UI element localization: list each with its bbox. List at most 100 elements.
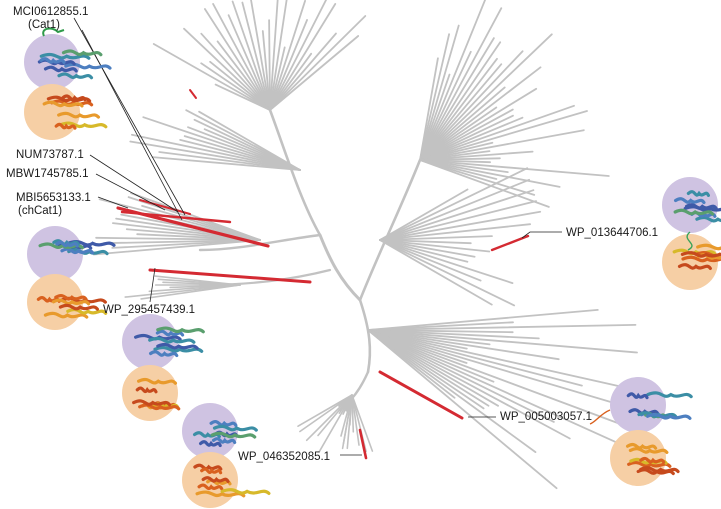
upper-left-branch xyxy=(130,133,301,171)
structure-helix xyxy=(197,483,224,491)
structure-helix xyxy=(57,72,94,80)
structure-helix xyxy=(61,94,87,102)
structure-bubble xyxy=(122,365,178,421)
upper-clade-branch xyxy=(269,0,288,111)
right-mid-branch xyxy=(379,239,516,307)
right-mid-branch xyxy=(379,210,542,241)
leader-cat1 xyxy=(73,17,186,216)
highlight-wp005 xyxy=(378,370,464,420)
structure-helix xyxy=(193,463,223,471)
lower-right-branch xyxy=(367,329,540,340)
cat1-terminal-tail xyxy=(42,27,65,37)
right-clade-branch xyxy=(419,50,524,161)
right-mid-branch xyxy=(379,239,493,306)
structure-bubble xyxy=(24,84,80,140)
highlight-num xyxy=(138,198,192,216)
lower-right-branch xyxy=(367,329,571,440)
right-mid-branch xyxy=(379,178,530,241)
trunk-upper-left xyxy=(318,233,362,302)
structure-helix xyxy=(60,247,95,255)
right-clade-branch xyxy=(419,129,585,161)
right-clade-branch xyxy=(419,110,588,161)
structure-helix xyxy=(58,303,99,311)
right-clade-branch xyxy=(419,50,472,161)
bottom-clade-branch xyxy=(299,394,353,433)
structure-helix xyxy=(54,294,88,301)
label-wp005003057: WP_005003057.1 xyxy=(500,411,592,423)
right-mid-branch xyxy=(379,188,469,241)
structure-helix xyxy=(681,255,721,263)
structure-helix xyxy=(57,111,101,119)
lower-right-branch xyxy=(367,329,583,387)
upper-clade-branch xyxy=(261,30,271,111)
right-mid-branch xyxy=(379,200,537,241)
right-mid-branch xyxy=(379,239,514,285)
lower-right-branch xyxy=(367,329,558,490)
right-clade-branch xyxy=(419,24,460,161)
right-clade-branch xyxy=(419,63,503,161)
right-clade-branch xyxy=(419,159,536,196)
upper-clade-branch xyxy=(269,3,337,111)
structure-helix xyxy=(212,424,258,432)
right-clade-branch xyxy=(419,116,524,161)
lower-right-branch xyxy=(367,329,628,449)
bottom-clade-branch xyxy=(318,394,353,453)
trunk-lower-clade xyxy=(358,298,372,374)
structure-helix xyxy=(677,263,712,270)
upper-clade-branch xyxy=(268,19,271,111)
upper-clade-branch xyxy=(241,1,271,111)
lower-right-branch xyxy=(367,329,537,454)
bottom-clade-branch xyxy=(297,394,353,428)
structure-helix xyxy=(42,100,84,108)
upper-clade-branch xyxy=(216,40,271,111)
structure-helix xyxy=(696,243,721,251)
structure-chcat1-bottom xyxy=(27,274,108,330)
left-low-branch xyxy=(154,275,241,286)
upper-left-branch xyxy=(151,156,301,171)
label-mbw1745785: MBW1745785.1 xyxy=(6,168,88,180)
right-clade-branch xyxy=(419,41,502,161)
right-mid-branch xyxy=(379,223,531,241)
structure-helix xyxy=(626,392,649,400)
bottom-clade-branch xyxy=(305,394,353,442)
right-mid-branch xyxy=(379,189,535,241)
structure-wp013-bottom xyxy=(662,234,721,290)
structure-bubble xyxy=(27,226,83,282)
structure-helix xyxy=(135,386,158,394)
structure-wp295-top xyxy=(122,314,205,370)
structure-helix xyxy=(39,57,66,64)
upper-clade-branch xyxy=(209,60,271,111)
structure-wp046-bottom xyxy=(182,452,271,508)
label-group-chcat1: MBI5653133.1 (chCat1) xyxy=(16,192,91,217)
trunk-upper-clade xyxy=(268,108,322,237)
upper-clade-branch xyxy=(200,32,271,111)
right-clade-branch xyxy=(419,87,538,161)
right-clade-branch xyxy=(419,66,542,161)
left-mid-branch xyxy=(92,239,261,256)
right-mid-branch xyxy=(379,239,469,263)
structure-helix xyxy=(674,197,706,205)
upper-clade-branch xyxy=(269,15,367,111)
structure-helix xyxy=(201,476,230,483)
upper-clade-branch xyxy=(269,32,337,111)
structure-helix xyxy=(43,65,78,73)
label-wp295457439: WP_295457439.1 xyxy=(103,304,195,316)
right-clade-branch xyxy=(419,150,534,161)
upper-left-branch xyxy=(129,140,301,171)
upper-clade-branch xyxy=(269,0,307,111)
structure-wp005-top xyxy=(610,377,693,433)
structure-helix xyxy=(686,190,710,197)
highlight-wp295 xyxy=(148,268,312,284)
wp013-linker xyxy=(686,231,693,251)
leader-wp013 xyxy=(521,231,562,239)
upper-clade-branch xyxy=(227,14,271,111)
structure-helix xyxy=(672,248,717,256)
right-clade-branch xyxy=(419,57,439,161)
leader-mbi xyxy=(97,196,129,209)
structure-helix xyxy=(54,122,77,130)
label-wp046352085: WP_046352085.1 xyxy=(238,451,330,463)
structure-helix xyxy=(646,391,693,399)
structure-bubble xyxy=(662,234,718,290)
leader-mbw xyxy=(95,173,166,211)
